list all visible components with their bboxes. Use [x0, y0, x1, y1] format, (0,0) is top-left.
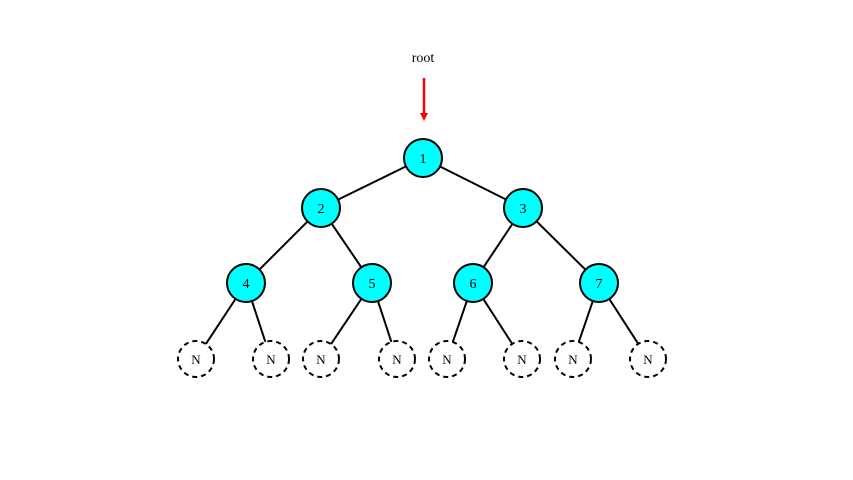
null-edge-n4-1 [250, 300, 267, 343]
tree-node-5: 5 [352, 263, 392, 303]
tree-edge-n1-n2 [337, 165, 407, 201]
tree-node-circle [579, 263, 619, 303]
tree-node-label: 7 [596, 277, 603, 292]
tree-edge-n2-n5 [330, 223, 363, 268]
tree-nodes: 1 2 3 4 5 6 7N N N N N N N N [177, 138, 667, 378]
null-node-label: N [266, 352, 276, 367]
null-node: N [252, 340, 290, 378]
tree-node-7: 7 [579, 263, 619, 303]
tree-node-circle [503, 188, 543, 228]
tree-node-label: 2 [318, 202, 325, 217]
null-node-label: N [191, 352, 201, 367]
null-node-circle [177, 340, 215, 378]
tree-node-circle [403, 138, 443, 178]
null-node-circle [252, 340, 290, 378]
tree-node-circle [301, 188, 341, 228]
tree-node-label: 5 [369, 277, 376, 292]
tree-node-circle [352, 263, 392, 303]
tree-node-2: 2 [301, 188, 341, 228]
null-node-label: N [643, 352, 653, 367]
null-edge-n7-6 [577, 300, 594, 343]
tree-edges [205, 165, 640, 345]
null-node-circle [554, 340, 592, 378]
tree-node-label: 1 [420, 152, 427, 167]
tree-node-1: 1 [403, 138, 443, 178]
null-node: N [428, 340, 466, 378]
null-edge-n6-4 [451, 300, 468, 343]
tree-edge-n3-n7 [535, 220, 587, 271]
tree-edge-n1-n3 [439, 165, 507, 201]
null-edge-n5-3 [376, 300, 393, 343]
null-edge-n7-7 [608, 298, 640, 345]
tree-edge-n2-n4 [258, 220, 309, 271]
null-node-label: N [392, 352, 402, 367]
tree-node-circle [226, 263, 266, 303]
null-node-circle [503, 340, 541, 378]
null-node-circle [629, 340, 667, 378]
tree-node-6: 6 [453, 263, 493, 303]
null-node-label: N [568, 352, 578, 367]
null-node-circle [428, 340, 466, 378]
null-edge-n5-2 [330, 298, 363, 345]
tree-node-label: 6 [470, 277, 477, 292]
null-node: N [302, 340, 340, 378]
null-node: N [554, 340, 592, 378]
tree-node-circle [453, 263, 493, 303]
tree-node-4: 4 [226, 263, 266, 303]
null-edge-n6-5 [482, 298, 514, 345]
null-node-circle [378, 340, 416, 378]
tree-edge-n3-n6 [482, 223, 514, 268]
root-pointer-label: root [412, 51, 435, 66]
null-node: N [629, 340, 667, 378]
null-node-label: N [316, 352, 326, 367]
null-node: N [378, 340, 416, 378]
null-edge-n4-0 [205, 298, 237, 345]
null-node: N [177, 340, 215, 378]
null-node-label: N [442, 352, 452, 367]
tree-node-3: 3 [503, 188, 543, 228]
tree-node-label: 3 [520, 202, 527, 217]
null-node-label: N [517, 352, 527, 367]
null-node-circle [302, 340, 340, 378]
tree-node-label: 4 [243, 277, 250, 292]
null-node: N [503, 340, 541, 378]
